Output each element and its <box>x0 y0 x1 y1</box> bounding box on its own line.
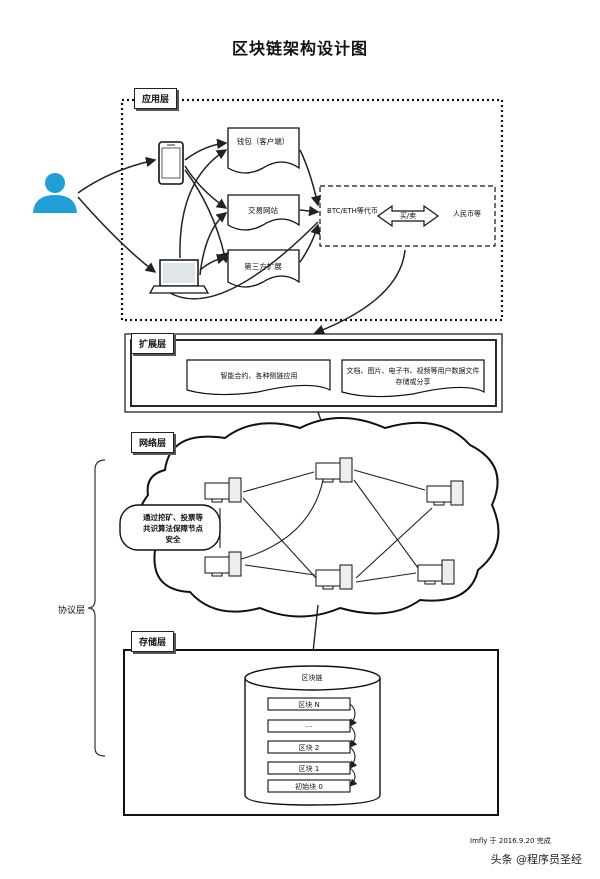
author-signature: Imfly 于 2016.9.20 完成 <box>470 837 551 845</box>
phone-icon <box>158 141 184 185</box>
security-label: 通过挖矿、投票等共识算法保障节点安全 <box>143 513 203 544</box>
computer-node-1 <box>204 477 242 503</box>
buy-sell-arrow <box>376 204 440 228</box>
user-icon <box>33 173 77 213</box>
network-layer-tag: 网络层 <box>131 432 175 453</box>
wallet-label: 钱包（客户端） <box>236 137 290 146</box>
block-1-label: 区块 1 <box>298 765 320 773</box>
laptop-icon <box>148 259 210 294</box>
exchange-shape <box>227 194 300 231</box>
smart-contract-label: 智能合约、各种侧链应用 <box>220 372 298 380</box>
protocol-layer-label: 协议层 <box>58 606 86 616</box>
computer-node-5 <box>315 564 353 590</box>
block-2-label: 区块 2 <box>298 744 320 752</box>
docs-shape <box>341 359 485 398</box>
block-n-label: 区块 N <box>298 701 320 709</box>
extension-layer-tag: 扩展层 <box>131 333 175 354</box>
block-ellipsis-label: ... <box>305 721 313 729</box>
rmb-label: 人民币等 <box>453 210 481 218</box>
wallet-shape <box>227 127 300 174</box>
buy-sell-label: 买/卖 <box>399 212 417 220</box>
genesis-block-label: 初始块 0 <box>295 783 323 791</box>
third-party-label: 第三方扩展 <box>244 262 282 271</box>
storage-layer-tag: 存储层 <box>131 631 175 652</box>
computer-node-4 <box>204 551 242 577</box>
computer-node-6 <box>417 559 455 585</box>
exchange-label: 交易网站 <box>248 206 278 215</box>
docs-label: 文档、图片、电子书、视频等用户数据文件存储或分享 <box>346 367 480 386</box>
page-title: 区块链架构设计图 <box>231 39 368 58</box>
watermark: 头条 @程序员圣经 <box>490 851 582 867</box>
smart-contract-shape <box>186 359 331 396</box>
application-layer-box <box>120 98 504 322</box>
application-layer-tag: 应用层 <box>134 88 178 109</box>
currency-label: BTC/ETH等代币 <box>327 207 378 215</box>
third-party-shape <box>227 249 300 288</box>
blockchain-label: 区块链 <box>301 674 323 682</box>
security-box <box>119 504 221 551</box>
computer-node-2 <box>315 457 353 483</box>
protocol-bracket <box>87 459 106 757</box>
computer-node-3 <box>426 480 464 506</box>
